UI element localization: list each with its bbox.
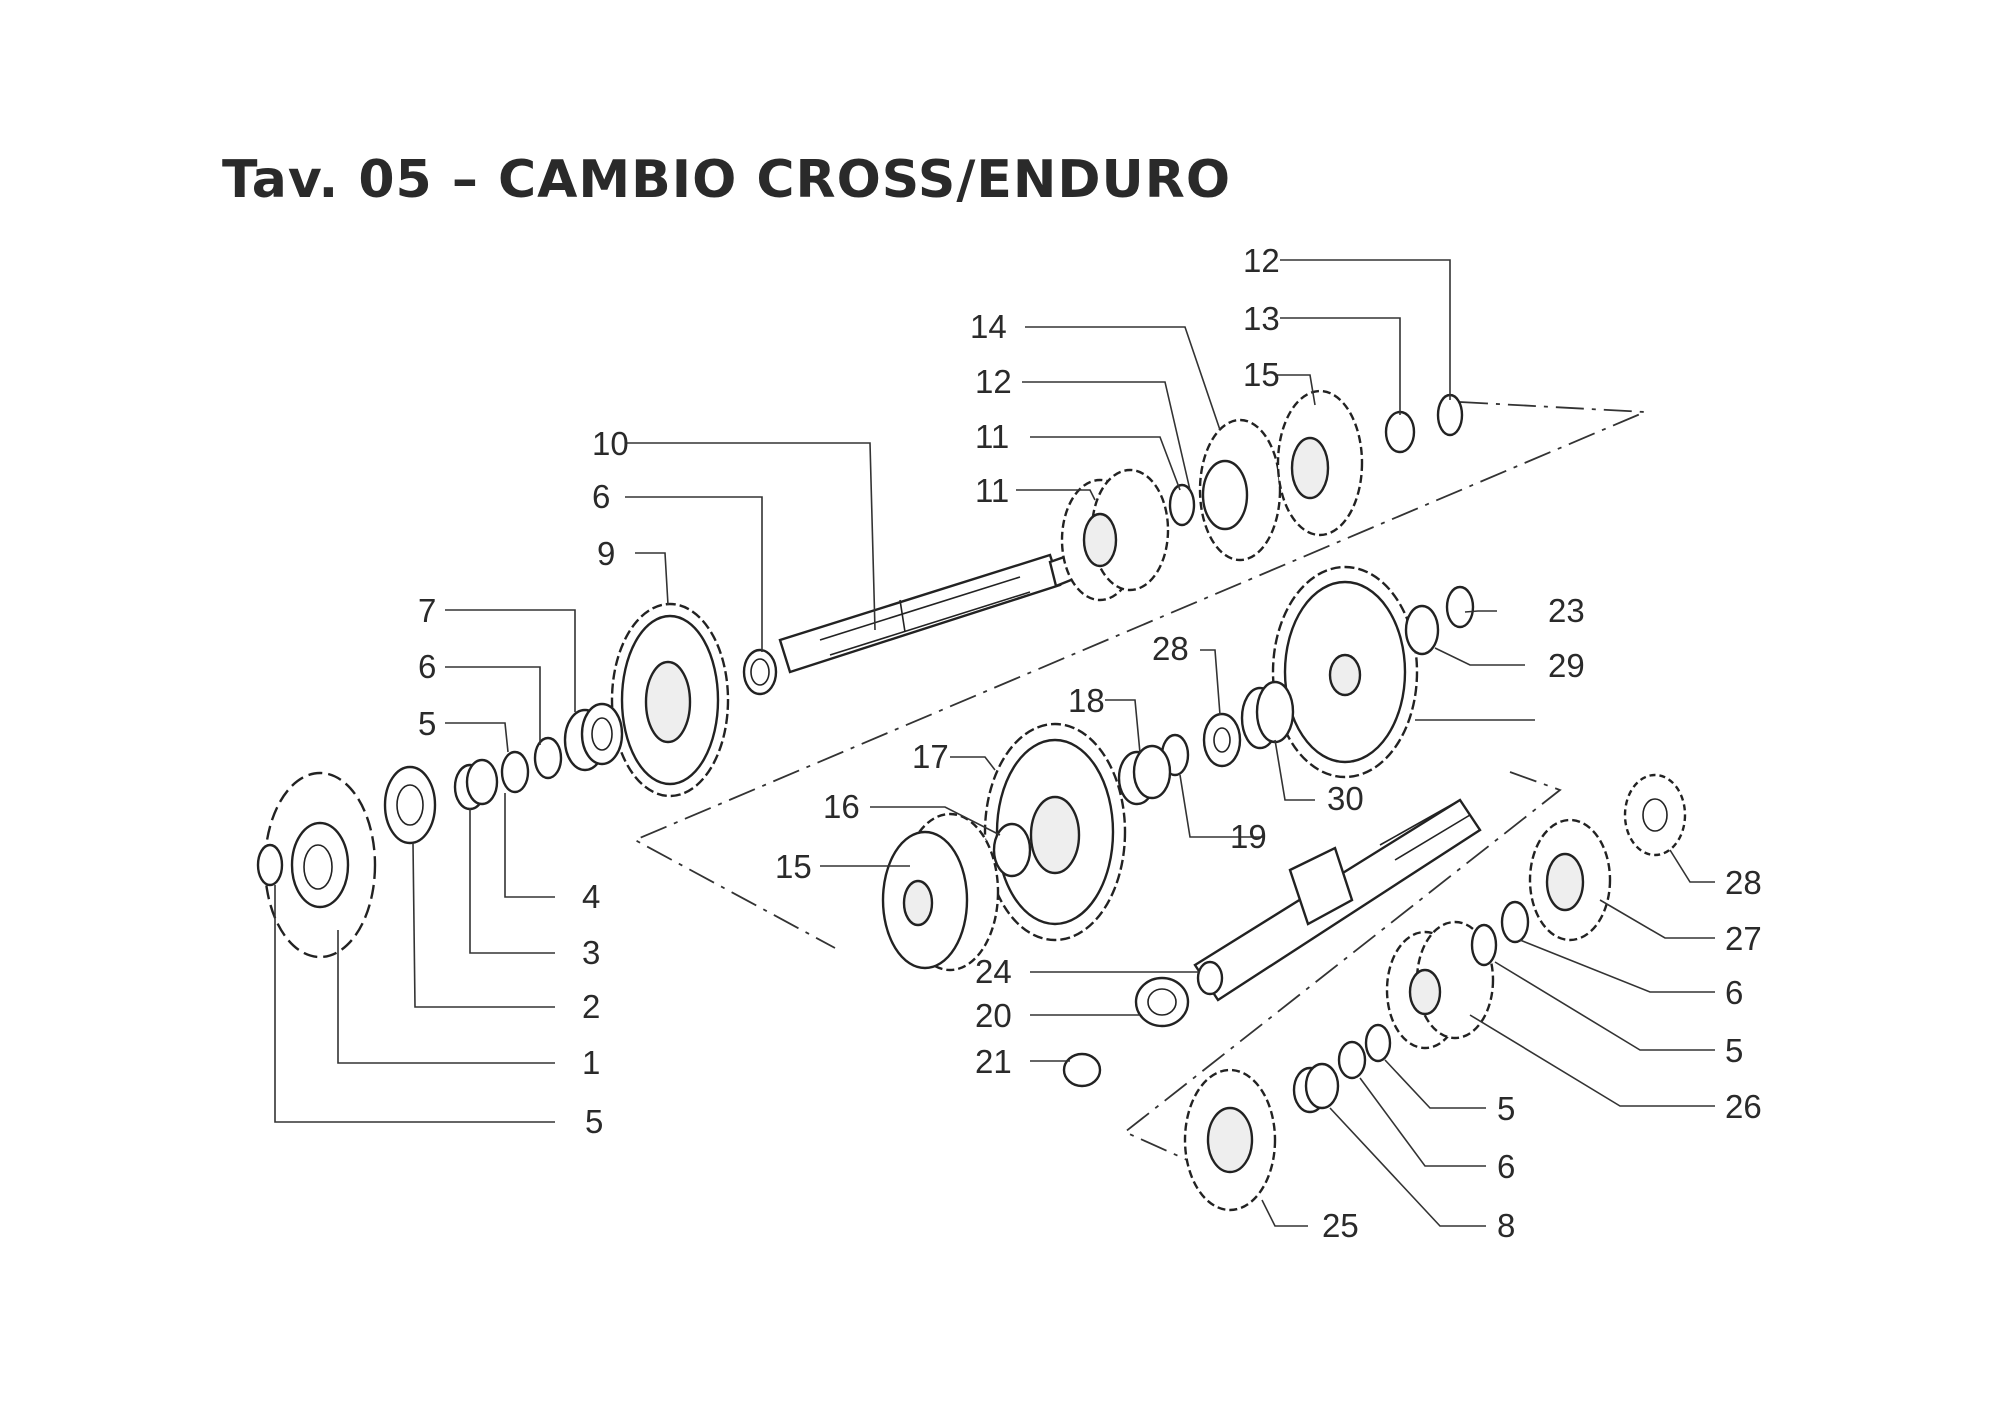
bearing-2 xyxy=(383,765,437,845)
callout-17: 17 xyxy=(912,738,949,775)
circlip-22 xyxy=(1445,585,1475,629)
needle-bearing-7-lower xyxy=(1292,1062,1340,1114)
callout-24: 25 xyxy=(1322,1207,1359,1244)
callout-28-right: 29 xyxy=(1548,647,1585,684)
gear-26 xyxy=(1528,818,1612,942)
needle-bearing-7-upper xyxy=(563,702,624,772)
callout-6-left: 6 xyxy=(418,648,436,685)
gear-30 xyxy=(1271,565,1419,779)
callout-11-mid: 11 xyxy=(975,418,1009,455)
callout-4: 4 xyxy=(582,878,600,915)
callout-7-lower: 8 xyxy=(1497,1207,1515,1244)
assembly-axis-lines xyxy=(632,401,1646,1169)
callout-12-mid: 12 xyxy=(975,363,1012,400)
callout-11-right: 12 xyxy=(1243,242,1280,279)
circlip-5-sprocket xyxy=(256,843,284,887)
callout-2: 2 xyxy=(582,988,600,1025)
leader-lines xyxy=(274,259,1715,1227)
callout-14: 15 xyxy=(1243,356,1280,393)
gear-10 xyxy=(1060,468,1170,602)
callout-15: 15 xyxy=(775,848,812,885)
washer-28-right xyxy=(1404,604,1440,656)
nut-21 xyxy=(1062,1052,1102,1088)
callout-8: 9 xyxy=(597,535,615,572)
callout-5-right-lower: 5 xyxy=(1725,1032,1743,1069)
callout-9: 10 xyxy=(592,425,629,462)
callout-1: 1 xyxy=(582,1044,600,1081)
sprocket-1 xyxy=(263,771,377,959)
washer-16 xyxy=(992,822,1032,878)
callout-5-left: 5 xyxy=(418,705,436,742)
washer-12-right xyxy=(1384,410,1416,454)
callout-25: 26 xyxy=(1725,1088,1762,1125)
seal-20 xyxy=(1134,976,1190,1028)
callout-21: 21 xyxy=(975,1043,1012,1080)
circlip-5-lower xyxy=(1364,1023,1392,1063)
callout-labels: 7 6 5 4 3 2 1 5 10 6 9 11 11 12 14 12 13… xyxy=(418,242,1762,1244)
callout-7-upper: 7 xyxy=(418,592,436,629)
needle-bearing-18 xyxy=(1117,744,1172,806)
gear-27 xyxy=(1623,773,1687,857)
callout-13: 14 xyxy=(970,308,1007,345)
gear-8 xyxy=(610,602,730,798)
callout-6-right-lower: 6 xyxy=(1725,974,1743,1011)
callout-23: 24 xyxy=(975,953,1012,990)
countershaft xyxy=(1193,798,1482,1002)
callout-27: 28 xyxy=(1725,864,1762,901)
needle-bearing-29 xyxy=(1240,680,1295,750)
bearing-23 xyxy=(1196,960,1224,996)
gear-17 xyxy=(983,722,1127,942)
circlip-11-right xyxy=(1436,393,1464,437)
callout-19: 19 xyxy=(1230,818,1267,855)
callout-18: 18 xyxy=(1068,682,1105,719)
callout-16: 16 xyxy=(823,788,860,825)
gear-24 xyxy=(1183,1068,1277,1212)
washer-6-upper xyxy=(742,648,778,696)
gear-15 xyxy=(881,812,1000,972)
callout-5-lower: 5 xyxy=(1497,1090,1515,1127)
callout-3: 3 xyxy=(582,934,600,971)
callout-28-left: 28 xyxy=(1152,630,1189,667)
callout-26: 27 xyxy=(1725,920,1762,957)
washer-6-lower xyxy=(1337,1040,1367,1080)
callout-10: 11 xyxy=(975,472,1009,509)
circlip-5-right-lower xyxy=(1470,923,1498,967)
callout-22: 23 xyxy=(1548,592,1585,629)
callout-29: 30 xyxy=(1327,780,1364,817)
callout-6-upper: 6 xyxy=(592,478,610,515)
washer-28-left xyxy=(1202,712,1242,768)
circlip-5-left xyxy=(500,750,530,794)
main-shaft xyxy=(778,553,1078,674)
washer-11-12-mid xyxy=(1168,483,1196,527)
gear-13 xyxy=(1198,418,1282,562)
callout-6-lower: 6 xyxy=(1497,1148,1515,1185)
washer-6-left xyxy=(533,736,563,780)
callout-20: 20 xyxy=(975,997,1012,1034)
spacer-4 xyxy=(453,758,499,811)
gear-14 xyxy=(1276,389,1364,537)
washer-6-right-lower xyxy=(1500,900,1530,944)
callout-5-sprocket: 5 xyxy=(585,1103,603,1140)
page-title: Tav. 05 – CAMBIO CROSS/ENDURO xyxy=(222,150,1232,210)
callout-12-right: 13 xyxy=(1243,300,1280,337)
